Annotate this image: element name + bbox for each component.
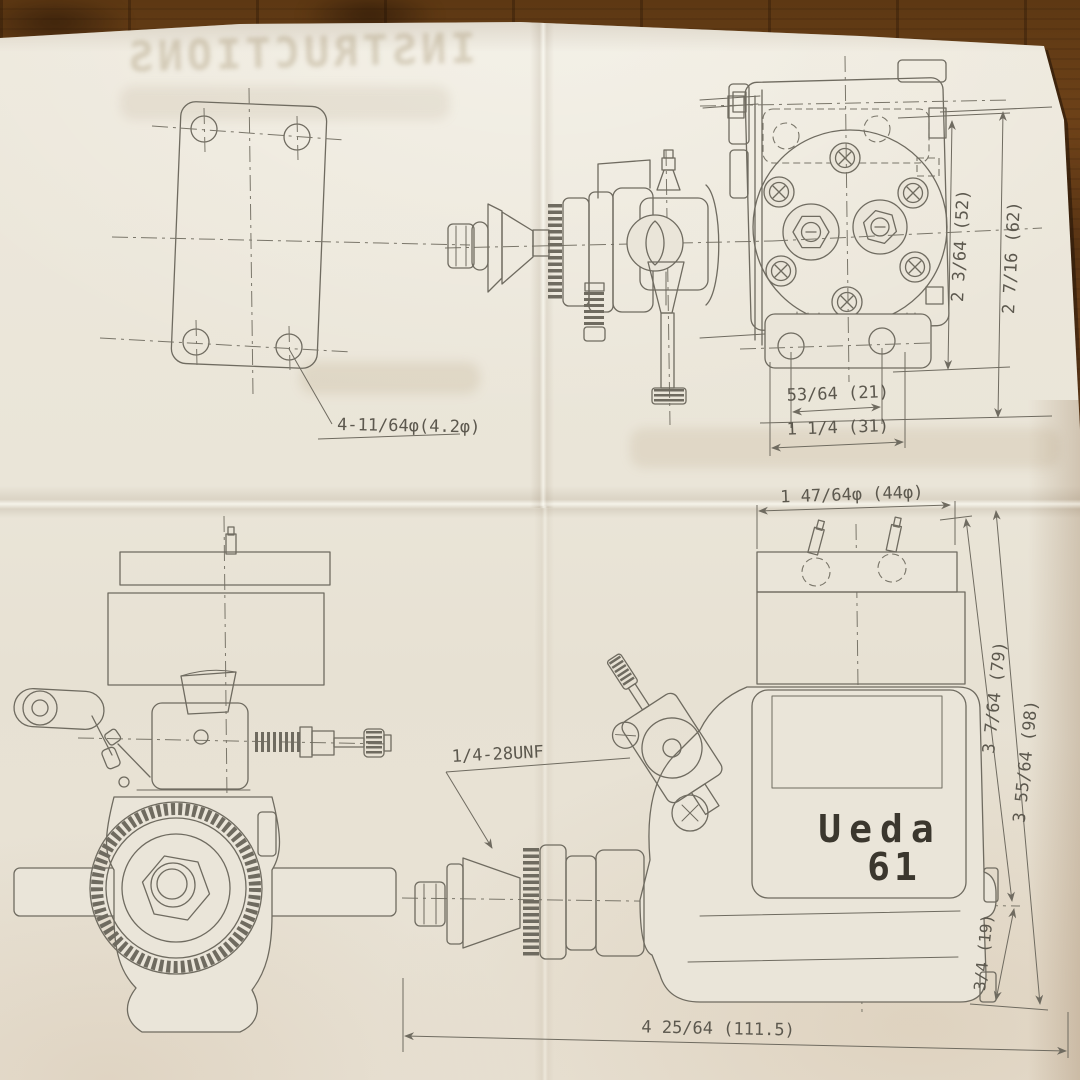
view-front (13, 515, 397, 1033)
carburetor-side (606, 653, 723, 816)
plug-top-right (852, 199, 908, 255)
needle-valve (255, 726, 392, 758)
view-top: 2 3/64 (52) 2 7/16 (62) 53/64 (21) 1 1/4… (699, 55, 1053, 456)
head-screws (763, 142, 931, 318)
vertical-fold-crease (534, 506, 554, 1080)
view-mounting-plate: 4-11/64φ(4.2φ) (99, 87, 481, 440)
engine-model: 61 (867, 845, 921, 889)
dim-hole-span: 53/64 (21) (786, 382, 889, 406)
glow-plug-top (782, 203, 840, 261)
view-side-section (444, 89, 773, 426)
bleed-through-smudge (120, 86, 450, 120)
engine-brand: Ueda (818, 807, 942, 851)
dim-plate-holes: 4-11/64φ(4.2φ) (337, 415, 481, 437)
dim-head-width: 2 3/64 (52) (948, 189, 974, 302)
dim-lug-span: 1 1/4 (31) (786, 416, 889, 440)
view-side: Ueda 61 (401, 483, 1069, 1058)
dim-head-dia: 1 47/64φ (44φ) (780, 483, 924, 508)
prop-shaft-assembly (414, 844, 645, 960)
throttle-arm (13, 687, 121, 770)
bleed-through-smudge (300, 362, 480, 394)
thread-label: 1/4-28UNF (451, 742, 544, 767)
dim-length-total: 4 25/64 (111.5) (641, 1017, 795, 1040)
dim-height-axis: 3 7/64 (79) (979, 640, 1011, 754)
dim-overall-width: 2 7/16 (62) (999, 201, 1025, 314)
